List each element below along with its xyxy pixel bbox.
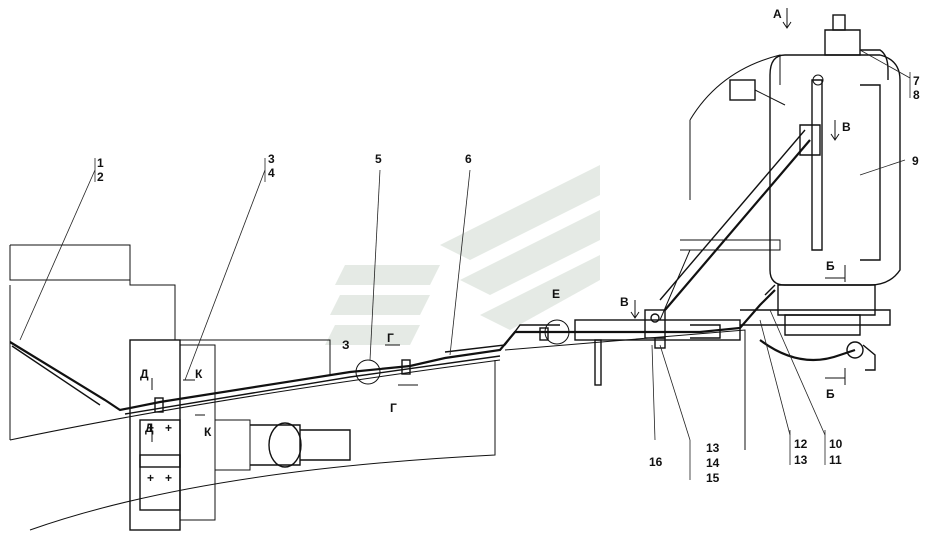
view-k-top: К xyxy=(195,367,203,381)
callout-16: 16 xyxy=(649,455,663,469)
leader-lines xyxy=(19,49,911,480)
svg-text:+: + xyxy=(147,471,154,485)
watermark-logo xyxy=(325,165,600,345)
callout-15: 15 xyxy=(706,471,720,485)
svg-text:+: + xyxy=(147,421,154,435)
view-k-bottom: К xyxy=(204,425,212,439)
mounting-bracket xyxy=(574,309,741,386)
view-v-tank: В xyxy=(842,120,851,134)
callout-9: 9 xyxy=(912,154,919,168)
callout-2: 2 xyxy=(97,170,104,184)
view-a: А xyxy=(773,7,782,21)
callout-1: 1 xyxy=(97,156,104,170)
background-outlines xyxy=(9,54,781,531)
callout-7: 7 xyxy=(913,74,920,88)
callout-5: 5 xyxy=(375,152,382,166)
callout-8: 8 xyxy=(913,88,920,102)
view-g-bottom: Г xyxy=(390,401,397,415)
axle-block: + + + + xyxy=(129,339,351,531)
callout-10: 10 xyxy=(829,437,843,451)
view-e: Е xyxy=(552,287,560,301)
fuel-tank xyxy=(659,14,901,371)
view-arrows xyxy=(151,8,846,442)
view-g-top: Г xyxy=(387,331,394,345)
callout-13a: 13 xyxy=(794,453,808,467)
view-d-top: Д xyxy=(140,367,149,381)
callout-11: 11 xyxy=(829,453,842,467)
view-labels: А В Б Б В Е З Г Г Д Д К К xyxy=(140,7,851,439)
view-v-bracket: В xyxy=(620,295,629,309)
view-d-bottom: Д xyxy=(145,421,154,435)
callout-3: 3 xyxy=(268,152,275,166)
callout-12: 12 xyxy=(794,437,808,451)
callout-14: 14 xyxy=(706,456,720,470)
callout-4: 4 xyxy=(268,166,275,180)
view-b-top: Б xyxy=(826,259,835,273)
view-b-bottom: Б xyxy=(826,387,835,401)
fuel-pipe xyxy=(9,289,776,415)
svg-text:+: + xyxy=(165,421,172,435)
view-z: З xyxy=(342,338,350,352)
callout-13b: 13 xyxy=(706,441,720,455)
svg-text:+: + xyxy=(165,471,172,485)
part-callouts: 1 2 3 4 5 6 7 8 9 10 11 12 13 13 14 15 1… xyxy=(97,74,920,485)
callout-6: 6 xyxy=(465,152,472,166)
